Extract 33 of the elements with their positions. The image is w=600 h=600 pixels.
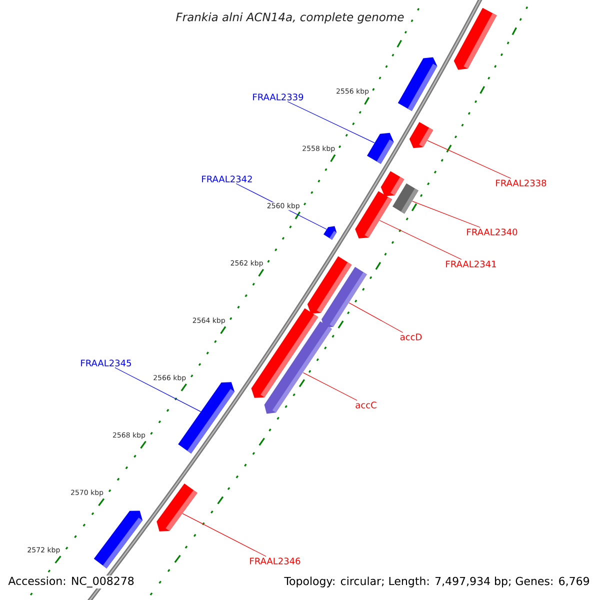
gene-bar xyxy=(409,122,434,148)
gene-bar xyxy=(324,226,337,240)
title: Frankia alni ACN14a, complete genome xyxy=(174,11,406,25)
leader-line xyxy=(287,101,375,144)
genome-info-text: Topology: circular; Length: 7,497,934 bp; Genes: 6,769 xyxy=(283,576,591,588)
gene-label: FRAAL2341 xyxy=(446,260,496,268)
leader-line xyxy=(379,220,462,260)
leader-line xyxy=(302,372,358,401)
gene-label: FRAAL2339 xyxy=(253,94,304,100)
gene-label: accD xyxy=(400,334,422,340)
gene-bar xyxy=(398,57,438,111)
accession-text: Accession: NC_008278 xyxy=(7,576,136,588)
leader-line xyxy=(114,367,202,412)
gene-bar xyxy=(178,382,234,454)
gene-bar xyxy=(264,321,332,414)
gene-bar xyxy=(156,484,198,532)
gene-label: FRAAL2342 xyxy=(202,176,252,182)
gene-bar xyxy=(454,8,497,70)
gene-bar xyxy=(322,266,367,328)
gene-bar xyxy=(94,510,143,568)
gene-label: FRAAL2345 xyxy=(81,360,131,366)
gene-bar xyxy=(380,171,404,196)
gene-bar xyxy=(367,132,394,164)
gene-label: FRAAL2340 xyxy=(467,228,518,236)
leader-line xyxy=(348,302,404,333)
gene-label: FRAAL2346 xyxy=(250,558,300,564)
gene-bar xyxy=(355,191,392,238)
gene-box xyxy=(392,183,418,214)
gene-label: accC xyxy=(356,402,376,408)
leader-line xyxy=(412,200,480,228)
leader-line xyxy=(182,513,266,557)
leader-line xyxy=(427,140,512,179)
gene-label: FRAAL2338 xyxy=(496,180,546,186)
